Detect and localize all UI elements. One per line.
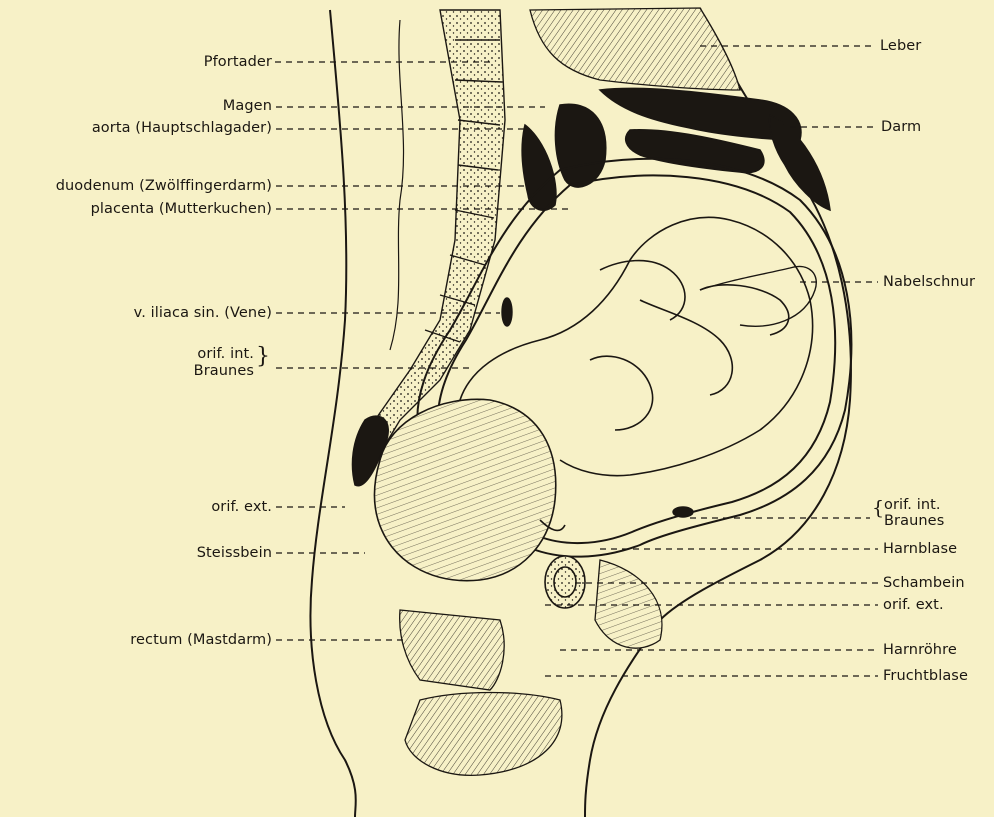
fetus-head	[374, 399, 555, 580]
label-rectum: rectum (Mastdarm)	[130, 632, 272, 648]
liver	[530, 8, 740, 90]
label-fruchtblase: Fruchtblase	[883, 668, 968, 684]
label-nabelschnur: Nabelschnur	[883, 274, 975, 290]
label-orif-int-right-line2: Braunes	[884, 513, 944, 529]
brace-left: }	[256, 346, 270, 368]
label-schambein: Schambein	[883, 575, 965, 591]
label-orif-ext-right: orif. ext.	[883, 597, 944, 613]
label-magen: Magen	[223, 98, 272, 114]
label-harnroehre: Harnröhre	[883, 642, 957, 658]
label-orif-int-left-line1: orif. int.	[197, 346, 254, 362]
label-leber: Leber	[880, 38, 921, 54]
label-placenta: placenta (Mutterkuchen)	[91, 201, 272, 217]
pubic-bone	[545, 556, 585, 608]
back-outline	[310, 10, 355, 817]
label-steissbein: Steissbein	[197, 545, 272, 561]
label-orif-int-right-line1: orif. int.	[884, 497, 941, 513]
spine	[375, 10, 505, 450]
label-duodenum: duodenum (Zwölffingerdarm)	[56, 178, 272, 194]
label-pfortader: Pfortader	[204, 54, 272, 70]
brace-right: {	[872, 497, 884, 519]
label-aorta: aorta (Hauptschlagader)	[92, 120, 272, 136]
label-orif-int-left-line2: Braunes	[194, 363, 254, 379]
label-orif-ext-left: orif. ext.	[211, 499, 272, 515]
label-darm: Darm	[881, 119, 921, 135]
pelvic-floor	[400, 560, 662, 775]
label-harnblase: Harnblase	[883, 541, 957, 557]
label-iliaca: v. iliaca sin. (Vene)	[134, 305, 272, 321]
